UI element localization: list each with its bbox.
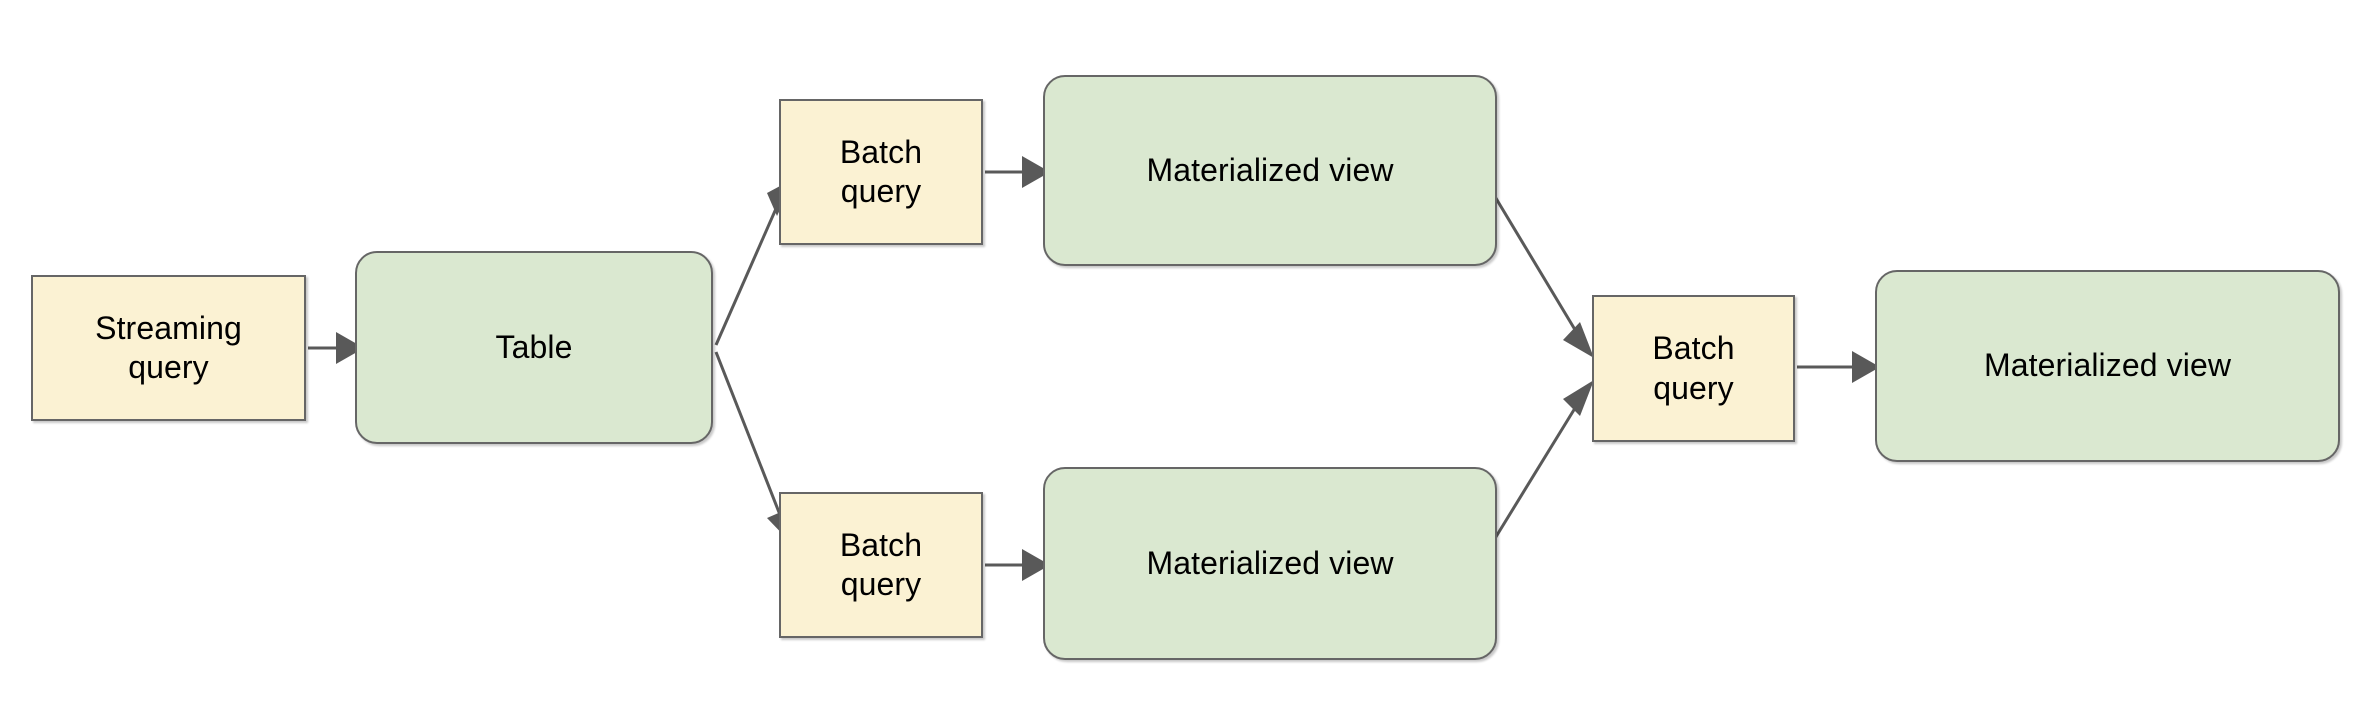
node-materialized-view-top[interactable]: Materialized view bbox=[1043, 75, 1497, 266]
edge-merge-to-view-final bbox=[1797, 351, 1880, 383]
edge-view-top-to-merge bbox=[1492, 194, 1594, 358]
node-batch-query-merge-label: Batch query bbox=[1652, 330, 1735, 406]
node-materialized-view-final-label: Materialized view bbox=[1983, 347, 2232, 384]
node-batch-query-merge[interactable]: Batch query bbox=[1592, 295, 1795, 442]
node-batch-query-bottom[interactable]: Batch query bbox=[779, 492, 983, 638]
node-streaming-query-label: Streaming query bbox=[95, 309, 242, 385]
node-batch-query-bottom-label: Batch query bbox=[839, 526, 923, 602]
node-table-label: Table bbox=[495, 328, 573, 365]
node-materialized-view-final[interactable]: Materialized view bbox=[1875, 270, 2340, 462]
node-batch-query-top-label: Batch query bbox=[839, 133, 923, 209]
node-materialized-view-top-label: Materialized view bbox=[1146, 151, 1394, 188]
edge-batch-top-to-view-top bbox=[985, 156, 1050, 188]
node-materialized-view-bottom[interactable]: Materialized view bbox=[1043, 467, 1497, 660]
edge-view-bottom-to-merge bbox=[1492, 380, 1594, 541]
node-batch-query-top[interactable]: Batch query bbox=[779, 99, 983, 245]
node-table[interactable]: Table bbox=[355, 251, 713, 444]
node-materialized-view-bottom-label: Materialized view bbox=[1146, 544, 1394, 581]
node-streaming-query[interactable]: Streaming query bbox=[31, 275, 306, 421]
edge-batch-bottom-to-view-bottom bbox=[985, 549, 1050, 581]
